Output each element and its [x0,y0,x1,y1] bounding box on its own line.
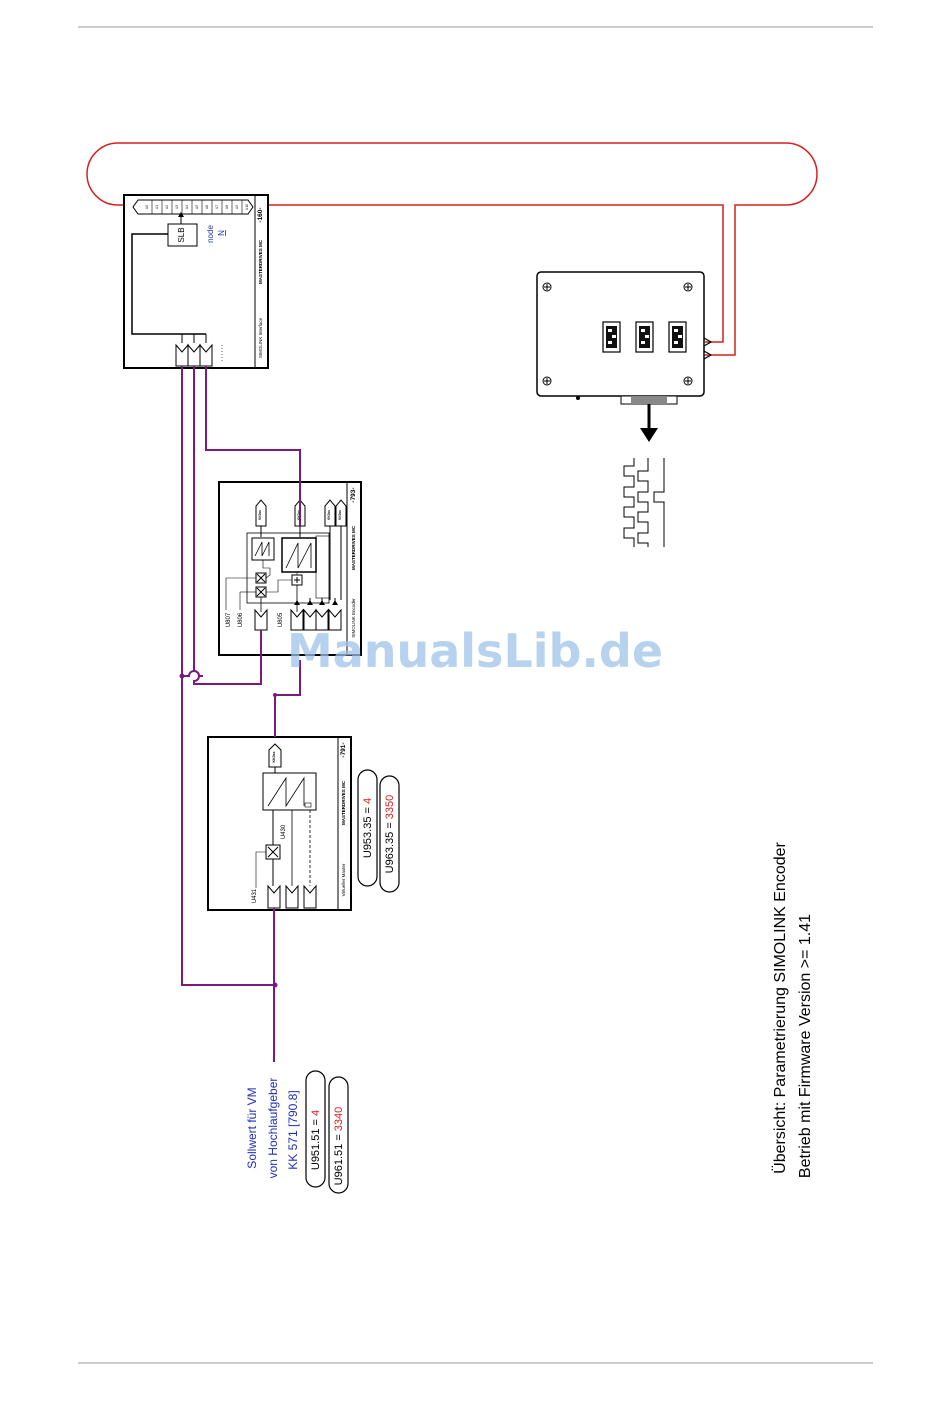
param-u430: U430 [281,824,287,839]
param-u963-prefix: U963.35 = [384,819,396,873]
block-791-footer: MASTERDRIVES MC [341,780,346,825]
param-u951: U951.51 = 4 [310,1110,322,1170]
block-793-side-label: SIMOLINK Encoder [351,598,356,638]
block-793-input [328,608,342,631]
setpoint-line-1: Sollwert für VM [245,1087,259,1168]
node-value: N [217,230,226,236]
param-u961: U961.51 = 3340 [333,1107,345,1186]
block-160-output-1 [175,343,189,367]
param-u953-value: 4 [362,798,374,804]
block-160-frame [123,194,269,369]
caption: Übersicht: Parametrierung SIMOLINK Encod… [771,841,814,1178]
setpoint-line-3: KK 571 [790.8] [286,1090,300,1169]
setpoint-label: Sollwert für VM von Hochlaufgeber KK 571… [245,1078,300,1179]
block-793-input [315,608,329,631]
block-791-side-label: Virtueller Master [341,863,346,896]
simolink-ring [86,142,818,356]
block-793-input-1 [254,608,268,631]
param-u431: U431 [252,888,258,903]
signal-wires [181,366,301,1062]
setpoint-line-2: von Hochlaufgeber [266,1078,280,1179]
param-u961-value: 3340 [333,1107,345,1131]
block-793-output [335,499,347,527]
block-793-id: -793- [350,487,357,502]
block-793-input [290,608,304,631]
param-u963: U963.35 = 3350 [384,795,396,874]
block-793-output-label: KK0xx [327,510,331,520]
arrow-down-icon [640,404,658,442]
pulse-signals [623,458,665,547]
block-793-output [324,499,336,527]
port-label: U9 [235,205,239,209]
block-793-footer: MASTERDRIVES MC [351,525,356,570]
port-label: U0 [145,205,149,209]
slb-box [167,223,198,247]
port-label: U8 [225,205,229,209]
block-160-port-strip [132,199,254,215]
block-793-output [255,499,267,527]
port-label: U1 [155,205,159,209]
node-label: node [206,225,215,243]
param-u953: U953.35 = 4 [362,798,374,858]
block-160-footer: MASTERDRIVES MC [258,239,263,284]
block-791-input-2 [285,884,299,909]
param-u961-prefix: U961.51 = [333,1131,345,1185]
block-791-output [268,743,282,768]
block-793-input [303,608,317,631]
param-box-main: U951.51 = 4 U961.51 = 3340 [305,1070,349,1194]
block-160-output-3 [199,343,213,367]
port-label: U6 [205,205,209,209]
port-label: U4 [185,205,189,209]
block-793-output-label: KK0xx [338,510,342,520]
encoder-module [536,271,713,405]
block-160: U0 U1 U2 U3 U4 U5 U6 U7 U8 U9 U10 SLB node N -160-… [123,194,269,369]
block-791-output-label: KK0xx [272,752,276,763]
screw-icon [542,282,693,386]
slb-label: SLB [177,227,186,242]
port-label: U3 [175,205,179,209]
port-label: U2 [165,205,169,209]
param-u953-prefix: U953.35 = [362,804,374,858]
block-160-output-2 [187,343,201,367]
param-u805: U805 [278,612,284,627]
ramp-box-1 [251,537,275,561]
block-793-output-label: KK0xx [258,510,262,520]
caption-line-1: Übersicht: Parametrierung SIMOLINK Encod… [771,841,789,1173]
param-u807: U807 [226,612,232,627]
port-label: U7 [215,205,219,209]
param-u951-value: 4 [310,1110,322,1116]
block-160-id: -160- [257,207,264,222]
block-791: KK0xx U431 U430 -791- MASTERDRIVES MC Vi… [207,736,352,911]
param-box-791: U953.35 = 4 U963.35 = 3350 [357,769,400,893]
watermark-text: ManualsLib.de [287,624,663,678]
block-791-input-3 [303,884,317,909]
port-label: U5 [195,205,199,209]
block-791-id: -791- [340,742,347,757]
port-label: U10 [245,204,249,210]
block-160-side-label: SIMOLINK Interface [258,317,263,358]
param-u806: U806 [238,612,244,627]
param-u951-prefix: U951.51 = [310,1116,322,1170]
dip-switch-icon [602,321,687,353]
param-u963-value: 3350 [384,795,396,819]
block-791-input-1 [267,884,281,909]
caption-line-2: Betrieb mit Firmware Version >= 1.41 [797,914,814,1178]
